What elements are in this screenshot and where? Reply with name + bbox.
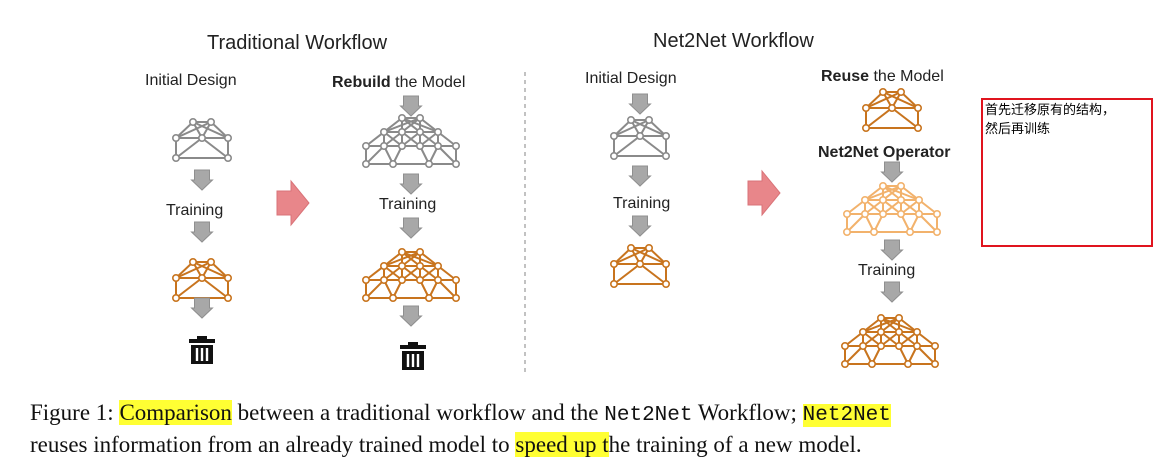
caption-line2-end: he training of a new model. <box>608 432 862 457</box>
down-arrow-1 <box>190 169 214 191</box>
traditional-training-label-left: Training <box>166 202 224 219</box>
annotation-line-1: 首先迁移原有的结构， <box>985 103 1116 118</box>
reuse-the-model-label: Reuse the Model <box>821 68 944 86</box>
down-arrow-2 <box>190 221 214 243</box>
rebuild-rest-text: the Model <box>390 74 466 91</box>
rebuild-bold-text: Rebuild <box>332 74 391 91</box>
trash-icon-right <box>400 342 426 370</box>
final-network-orange <box>840 313 939 368</box>
expanded-network-light-orange <box>842 182 941 237</box>
big-right-arrow-right <box>747 169 781 217</box>
down-arrow-6 <box>399 217 423 239</box>
rebuilt-network-gray <box>361 114 460 169</box>
trash-icon-left <box>189 336 215 364</box>
initial-network-gray-traditional <box>172 118 233 163</box>
caption-net2net-mono-highlight: Net2Net <box>802 404 891 427</box>
down-arrow-7 <box>399 305 423 327</box>
traditional-workflow-title: Traditional Workflow <box>207 32 388 54</box>
caption-line-1: Figure 1: Comparison between a tradition… <box>30 398 1140 430</box>
caption-highlight-speed-up: speed up t <box>515 432 609 457</box>
down-arrow-12 <box>880 239 904 261</box>
retrained-network-orange <box>361 248 460 302</box>
initial-network-gray-net2net <box>609 116 670 161</box>
down-arrow-5 <box>399 173 423 195</box>
net2net-workflow-title: Net2Net Workflow <box>653 30 814 52</box>
workflow-diagram <box>172 72 941 372</box>
caption-prefix: Figure 1: <box>30 400 120 425</box>
caption-mid-2: Workflow; <box>692 400 803 425</box>
caption-mid-1: between a traditional workflow and the <box>231 400 605 425</box>
figure-caption: Figure 1: Comparison between a tradition… <box>30 398 1140 459</box>
annotation-note-box: 首先迁移原有的结构， 然后再训练 <box>981 98 1153 247</box>
traditional-training-label-right: Training <box>379 196 437 213</box>
down-arrow-8 <box>628 93 652 115</box>
reused-network-orange <box>861 88 922 133</box>
net2net-training-label-left: Training <box>613 195 671 212</box>
down-arrow-3 <box>190 297 214 319</box>
caption-net2net-mono-1: Net2Net <box>604 404 693 427</box>
down-arrow-4 <box>399 95 423 117</box>
caption-line-2: reuses information from an already train… <box>30 430 1140 459</box>
down-arrow-9 <box>628 165 652 187</box>
rebuild-the-model-label: Rebuild the Model <box>332 74 465 92</box>
down-arrow-13 <box>880 281 904 303</box>
reuse-bold-text: Reuse <box>821 68 870 85</box>
down-arrow-10 <box>628 215 652 237</box>
net2net-operator-label: Net2Net Operator <box>818 144 951 161</box>
big-right-arrow-left <box>276 179 310 227</box>
net2net-initial-design-label: Initial Design <box>585 70 677 87</box>
caption-line2-start: reuses information from an already train… <box>30 432 516 457</box>
trained-network-orange-net2net <box>609 244 670 288</box>
down-arrow-11 <box>880 161 904 183</box>
reuse-rest-text: the Model <box>869 68 944 85</box>
traditional-initial-design-label: Initial Design <box>145 72 237 89</box>
net2net-training-label-right: Training <box>858 262 916 279</box>
trained-network-orange-traditional <box>172 257 233 302</box>
caption-highlight-comparison: Comparison <box>119 400 232 425</box>
annotation-line-2: 然后再训练 <box>985 122 1051 137</box>
